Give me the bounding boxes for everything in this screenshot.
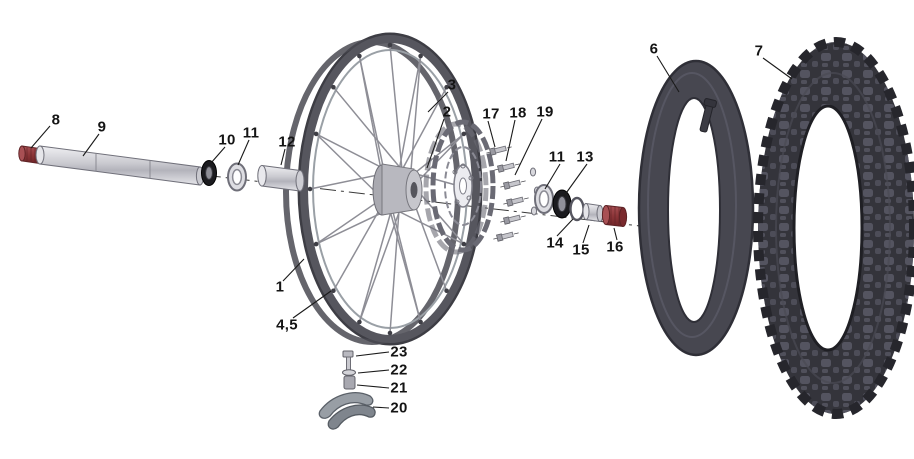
seal-right [552, 189, 572, 219]
part-label-23: 23 [390, 343, 408, 361]
hub [372, 163, 423, 216]
axle-nut-red [601, 204, 628, 228]
part-label-9: 9 [97, 118, 107, 136]
part-label-16: 16 [606, 238, 624, 256]
part-label-10: 10 [218, 131, 236, 149]
part-label-1: 1 [275, 278, 285, 296]
seal-left [201, 160, 217, 186]
part-label-3: 3 [447, 76, 457, 94]
axle [35, 145, 205, 186]
o-ring [569, 196, 585, 222]
part-label-11: 11 [242, 124, 260, 142]
part-label-20: 20 [390, 399, 408, 417]
valve-stem [699, 98, 717, 133]
part-label-22: 22 [390, 361, 408, 379]
spacer-left [257, 164, 305, 192]
part-label-14: 14 [546, 234, 564, 252]
part-label-17: 17 [482, 105, 500, 123]
part-label-18: 18 [509, 104, 527, 122]
rim-lock-stem [343, 375, 356, 390]
rim-lock-washer [342, 369, 356, 376]
part-label-15: 15 [572, 241, 590, 259]
bearing-left [227, 162, 247, 192]
rim-lock-assembly [318, 350, 376, 430]
inner-tube [637, 59, 755, 357]
part-label-8: 8 [51, 111, 61, 129]
leader-lines [30, 55, 793, 409]
spacer-right [582, 202, 604, 223]
part-label-7: 7 [754, 42, 764, 60]
part-label-11b: 11 [548, 148, 566, 166]
part-label-2: 2 [442, 103, 452, 121]
part-label-6: 6 [649, 40, 659, 58]
part-label-19: 19 [536, 103, 554, 121]
part-label-21: 21 [390, 379, 408, 397]
part-label-12: 12 [278, 133, 296, 151]
rim-lock-bolt [342, 350, 354, 358]
part-label-13: 13 [576, 148, 594, 166]
bearing-right [534, 184, 554, 214]
part-label-4-5: 4,5 [276, 316, 298, 334]
tire [753, 37, 914, 419]
disc-mount-holes [452, 163, 474, 205]
brake-disc [423, 119, 496, 255]
